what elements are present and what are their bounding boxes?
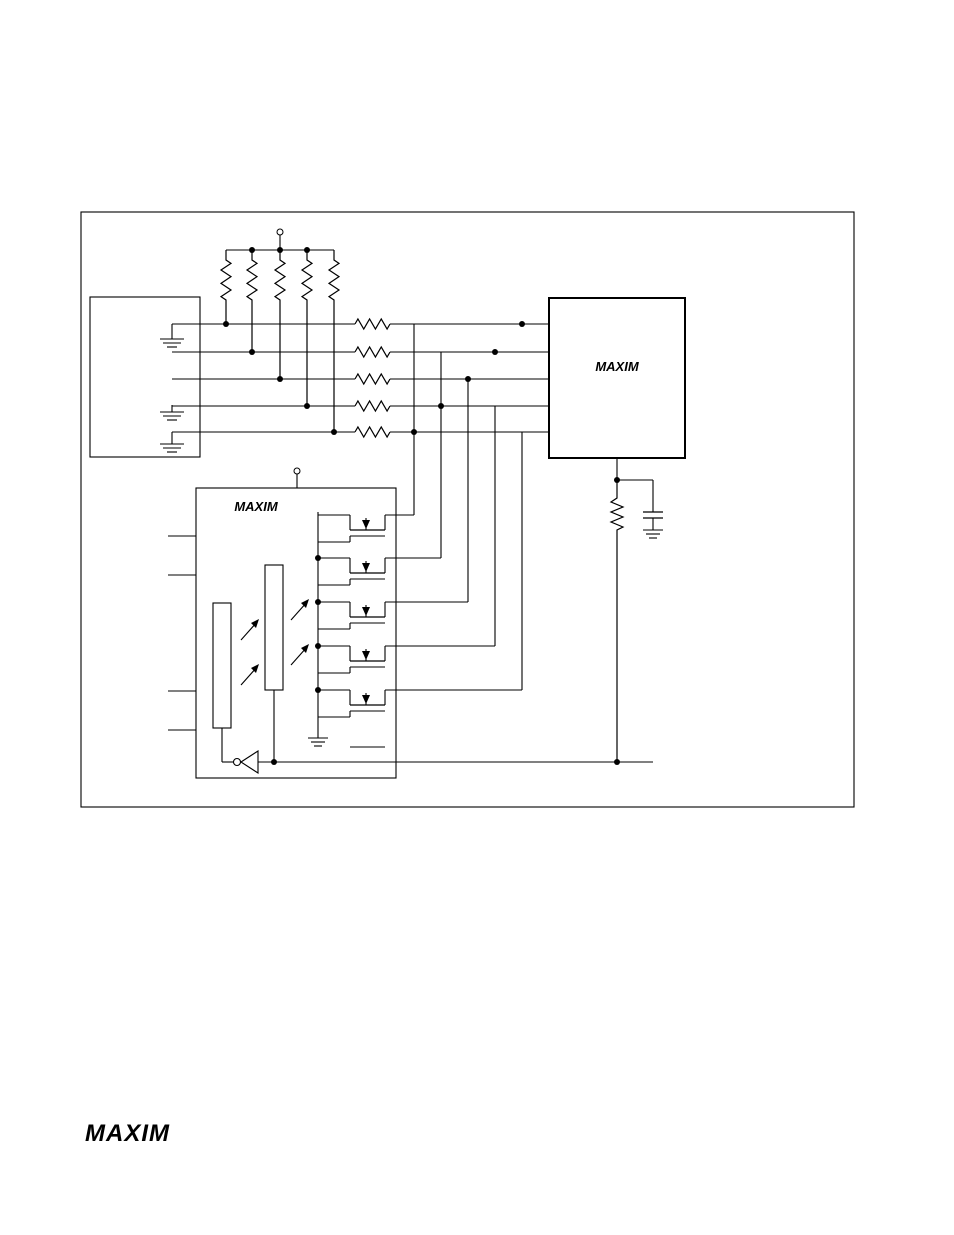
mux-supply-terminal: [294, 468, 300, 474]
supply-terminal: [277, 229, 283, 235]
footer-maxim-logo: MAXIM: [83, 1120, 203, 1146]
switch-body-arrow: [362, 607, 370, 616]
signal-bus: [172, 319, 549, 437]
mux-chip: [196, 488, 396, 778]
junction-dot: [315, 599, 321, 605]
mux-left-pins: [168, 536, 196, 730]
junction-dot: [492, 349, 498, 355]
junction-dot: [315, 687, 321, 693]
pullup-resistor: [247, 250, 257, 352]
address-latch-block: [213, 603, 231, 728]
rc-resistor: [611, 480, 623, 762]
switch-body-arrow: [362, 563, 370, 572]
series-resistor: [355, 374, 390, 384]
mux-chip-logo: MAXIM: [234, 499, 279, 514]
enable-inverter: [222, 690, 653, 773]
switch-body-arrow: [362, 695, 370, 704]
footer-logo-text: MAXIM: [85, 1120, 170, 1146]
series-resistor: [355, 319, 390, 329]
pullup-resistor: [275, 250, 285, 379]
controller-chip-logo: MAXIM: [595, 359, 640, 374]
rc-network: [611, 458, 663, 765]
series-resistor: [355, 347, 390, 357]
series-resistor: [355, 427, 390, 437]
junction-dot: [519, 321, 525, 327]
pullup-resistor: [329, 250, 339, 432]
switch-body-arrow: [362, 651, 370, 660]
pullup-resistor: [221, 250, 231, 324]
pullup-resistor-bank: [221, 229, 339, 435]
junction-dot: [315, 643, 321, 649]
left-connector-box: [90, 297, 200, 457]
switch-array: [308, 324, 522, 747]
switch-body-arrow: [362, 520, 370, 529]
decoder-block: [265, 565, 283, 690]
control-arrows: [241, 599, 309, 685]
series-resistor: [355, 401, 390, 411]
pullup-resistor: [302, 250, 312, 406]
connector-ground-symbols: [160, 324, 200, 452]
controller-chip: [549, 298, 685, 458]
junction-dot: [315, 555, 321, 561]
